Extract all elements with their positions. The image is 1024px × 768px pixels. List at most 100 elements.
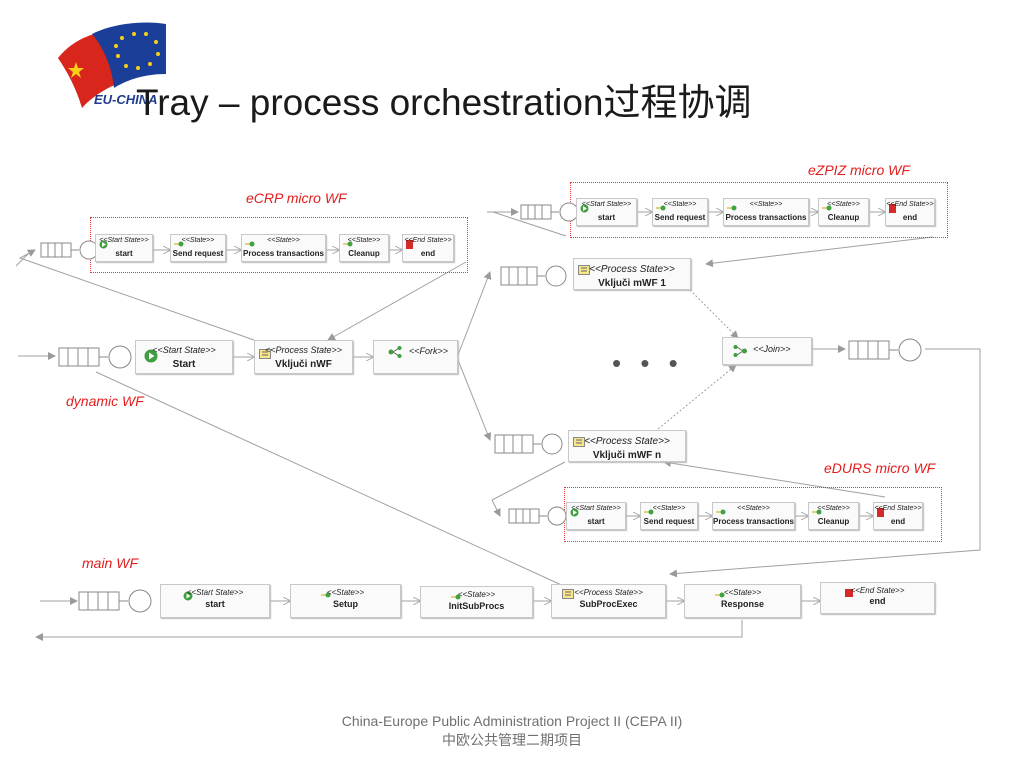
end-icon <box>889 204 896 213</box>
dynamic-start-state[interactable]: <<Start State>> Start <box>135 340 233 374</box>
state-name: Cleanup <box>817 517 850 526</box>
state-icon <box>715 592 725 598</box>
edurs-start-state[interactable]: <<Start State>> start <box>566 502 626 530</box>
state-name: Process transactions <box>725 213 807 222</box>
stereotype-label: <<Process State>> <box>574 588 643 597</box>
join-icon <box>733 345 747 357</box>
dynamic-vkljuci-nwf-process[interactable]: <<Process State>> Vključi nWF <box>254 340 353 374</box>
queue-main <box>78 589 152 613</box>
main-setup-state[interactable]: <<State>> Setup <box>290 584 401 618</box>
label-main-wf: main WF <box>82 555 138 571</box>
stereotype-label: <<State>> <box>749 201 783 208</box>
stereotype-label: <<State>> <box>737 505 770 512</box>
edurs-send-request-state[interactable]: <<State>> Send request <box>640 502 698 530</box>
queue-join <box>848 338 922 362</box>
label-ecrp-micro-wf: eCRP micro WF <box>246 190 347 206</box>
stereotype-label: <<State>> <box>827 201 860 208</box>
state-name: start <box>115 249 133 258</box>
main-subprocexec-process[interactable]: <<Process State>> SubProcExec <box>551 584 666 618</box>
ellipsis: • • • <box>612 348 684 378</box>
state-name: Vključi nWF <box>275 359 332 370</box>
state-icon <box>174 241 184 247</box>
label-dynamic-wf: dynamic WF <box>66 393 144 409</box>
state-icon <box>716 509 726 515</box>
process-icon <box>573 437 585 447</box>
queue-mwf1 <box>500 265 567 287</box>
ecrp-cleanup-state[interactable]: <<State>> Cleanup <box>339 234 389 262</box>
process-icon <box>562 589 574 599</box>
stereotype-label: <<State>> <box>817 505 850 512</box>
state-name: end <box>869 596 886 606</box>
stereotype-label: <<Fork>> <box>408 346 449 356</box>
state-name: end <box>902 213 918 222</box>
edurs-end-state[interactable]: <<End State>> end <box>873 502 923 530</box>
ecrp-process-transactions-state[interactable]: <<State>> Process transactions <box>241 234 326 262</box>
queue-dynamic <box>58 345 132 369</box>
main-start-state[interactable]: <<Start State>> start <box>160 584 270 618</box>
end-icon <box>845 589 853 597</box>
stereotype-label: <<Process State>> <box>589 264 675 275</box>
state-icon <box>343 241 353 247</box>
state-name: InitSubProcs <box>448 601 505 611</box>
logo-text: EU-CHINA <box>94 92 158 107</box>
state-icon <box>656 205 666 211</box>
process-vkljuci-mwf-1[interactable]: <<Process State>> Vključi mWF 1 <box>573 258 691 290</box>
ezpiz-start-state[interactable]: <<Start State>> start <box>576 198 637 226</box>
stereotype-label: <<State>> <box>723 588 762 597</box>
state-name: end <box>420 249 436 258</box>
state-name: Vključi mWF 1 <box>598 278 666 289</box>
stereotype-label: <<State>> <box>326 588 365 597</box>
dynamic-fork[interactable]: <<Fork>> <box>373 340 458 374</box>
label-edurs-micro-wf: eDURS micro WF <box>824 460 936 476</box>
queue-edurs <box>508 506 567 526</box>
process-icon <box>578 265 590 275</box>
state-name: Start <box>172 359 196 370</box>
eu-china-logo <box>58 22 166 108</box>
stereotype-label: <<Start State>> <box>152 345 216 355</box>
main-response-state[interactable]: <<State>> Response <box>684 584 801 618</box>
ecrp-end-state[interactable]: <<End State>> end <box>402 234 454 262</box>
state-name: end <box>890 517 906 526</box>
state-icon <box>727 205 737 211</box>
ecrp-send-request-state[interactable]: <<State>> Send request <box>170 234 226 262</box>
ezpiz-end-state[interactable]: <<End State>> end <box>885 198 935 226</box>
end-icon <box>877 508 884 517</box>
join-node[interactable]: <<Join>> <box>722 337 812 365</box>
stereotype-label: <<State>> <box>347 237 381 244</box>
state-name: start <box>597 213 616 222</box>
ezpiz-process-transactions-state[interactable]: <<State>> Process transactions <box>723 198 809 226</box>
queue-mwfn <box>494 433 563 455</box>
state-name: SubProcExec <box>579 599 638 609</box>
stereotype-label: <<End State>> <box>874 505 922 512</box>
process-icon <box>259 349 271 359</box>
state-icon <box>321 592 331 598</box>
state-name: Send request <box>654 213 706 222</box>
state-name: start <box>587 517 605 526</box>
ezpiz-send-request-state[interactable]: <<State>> Send request <box>652 198 708 226</box>
stereotype-label: <<Process State>> <box>584 436 670 447</box>
state-name: Cleanup <box>827 213 860 222</box>
main-initsubprocs-state[interactable]: <<State>> InitSubProcs <box>420 586 533 618</box>
stereotype-label: <<State>> <box>181 237 215 244</box>
ecrp-start-state[interactable]: <<Start State>> start <box>95 234 153 262</box>
stereotype-label: <<Start State>> <box>581 201 632 208</box>
edurs-process-transactions-state[interactable]: <<State>> Process transactions <box>712 502 795 530</box>
stereotype-label: <<State>> <box>267 237 300 244</box>
state-icon <box>812 509 822 515</box>
state-icon <box>822 205 832 211</box>
state-name: Process transactions <box>243 249 324 258</box>
stereotype-label: <<End State>> <box>404 237 452 244</box>
main-end-state[interactable]: <<End State>> end <box>820 582 935 614</box>
edurs-cleanup-state[interactable]: <<State>> Cleanup <box>808 502 859 530</box>
queue-ezpiz <box>520 202 579 222</box>
stereotype-label: <<Process State>> <box>264 345 343 355</box>
state-name: Process transactions <box>713 517 794 526</box>
ezpiz-cleanup-state[interactable]: <<State>> Cleanup <box>818 198 869 226</box>
stereotype-label: <<End State>> <box>850 586 905 595</box>
state-icon <box>644 509 654 515</box>
process-vkljuci-mwf-n[interactable]: <<Process State>> Vključi mWF n <box>568 430 686 462</box>
start-icon <box>144 349 158 363</box>
footer-line-1: China-Europe Public Administration Proje… <box>341 713 683 729</box>
